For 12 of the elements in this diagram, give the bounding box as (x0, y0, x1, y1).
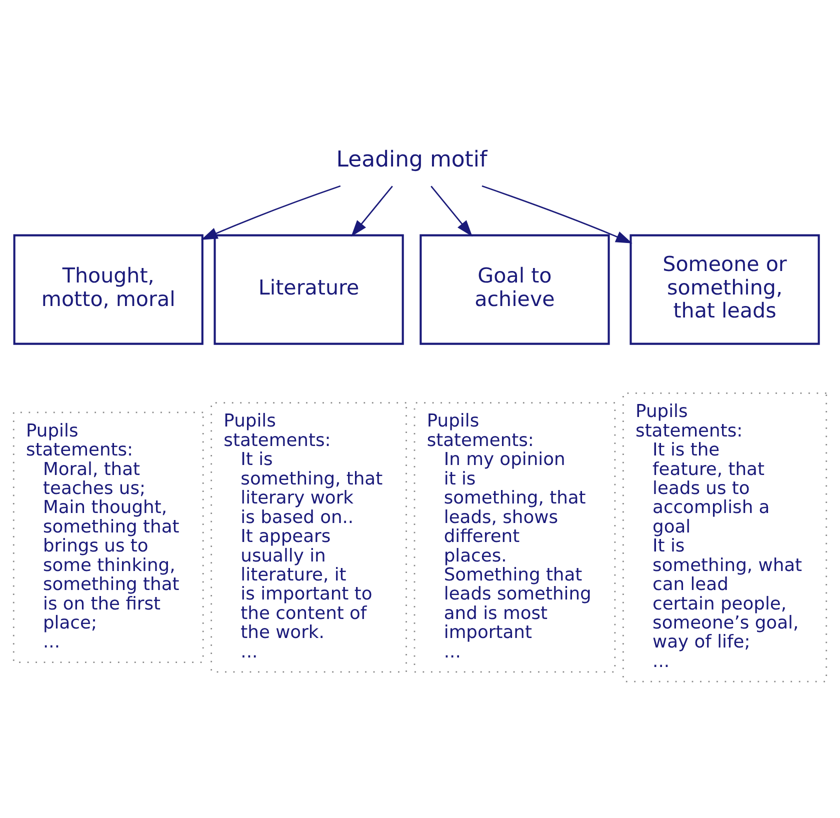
node-box: Someone or something, that leads (630, 234, 820, 345)
node-box: Pupils statements: Moral, that teaches us; Main thought, something that brings us to some thinking, something that is on the first place; ... (12, 412, 204, 663)
arrow (430, 186, 472, 237)
node-box: Pupils statements: In my opinion it is something, that leads, shows different places. Something that leads something and is most important ... (414, 402, 616, 673)
arrow (351, 186, 393, 237)
node-box: Goal to achieve (420, 234, 610, 345)
node-box: Literature (214, 234, 404, 345)
node-box: Pupils statements: It is the feature, that leads us to accomplish a goal It is something, what can lead certain people, someone’s goal, way of life; ... (622, 392, 828, 682)
node-text: Leading motif (336, 147, 488, 172)
node-box: Pupils statements: It is something, that literary work is based on.. It appears usually in literature, it is important to the content of the work. ... (210, 402, 407, 673)
arrow (482, 185, 632, 244)
node-box: Thought, motto, moral (13, 234, 204, 345)
